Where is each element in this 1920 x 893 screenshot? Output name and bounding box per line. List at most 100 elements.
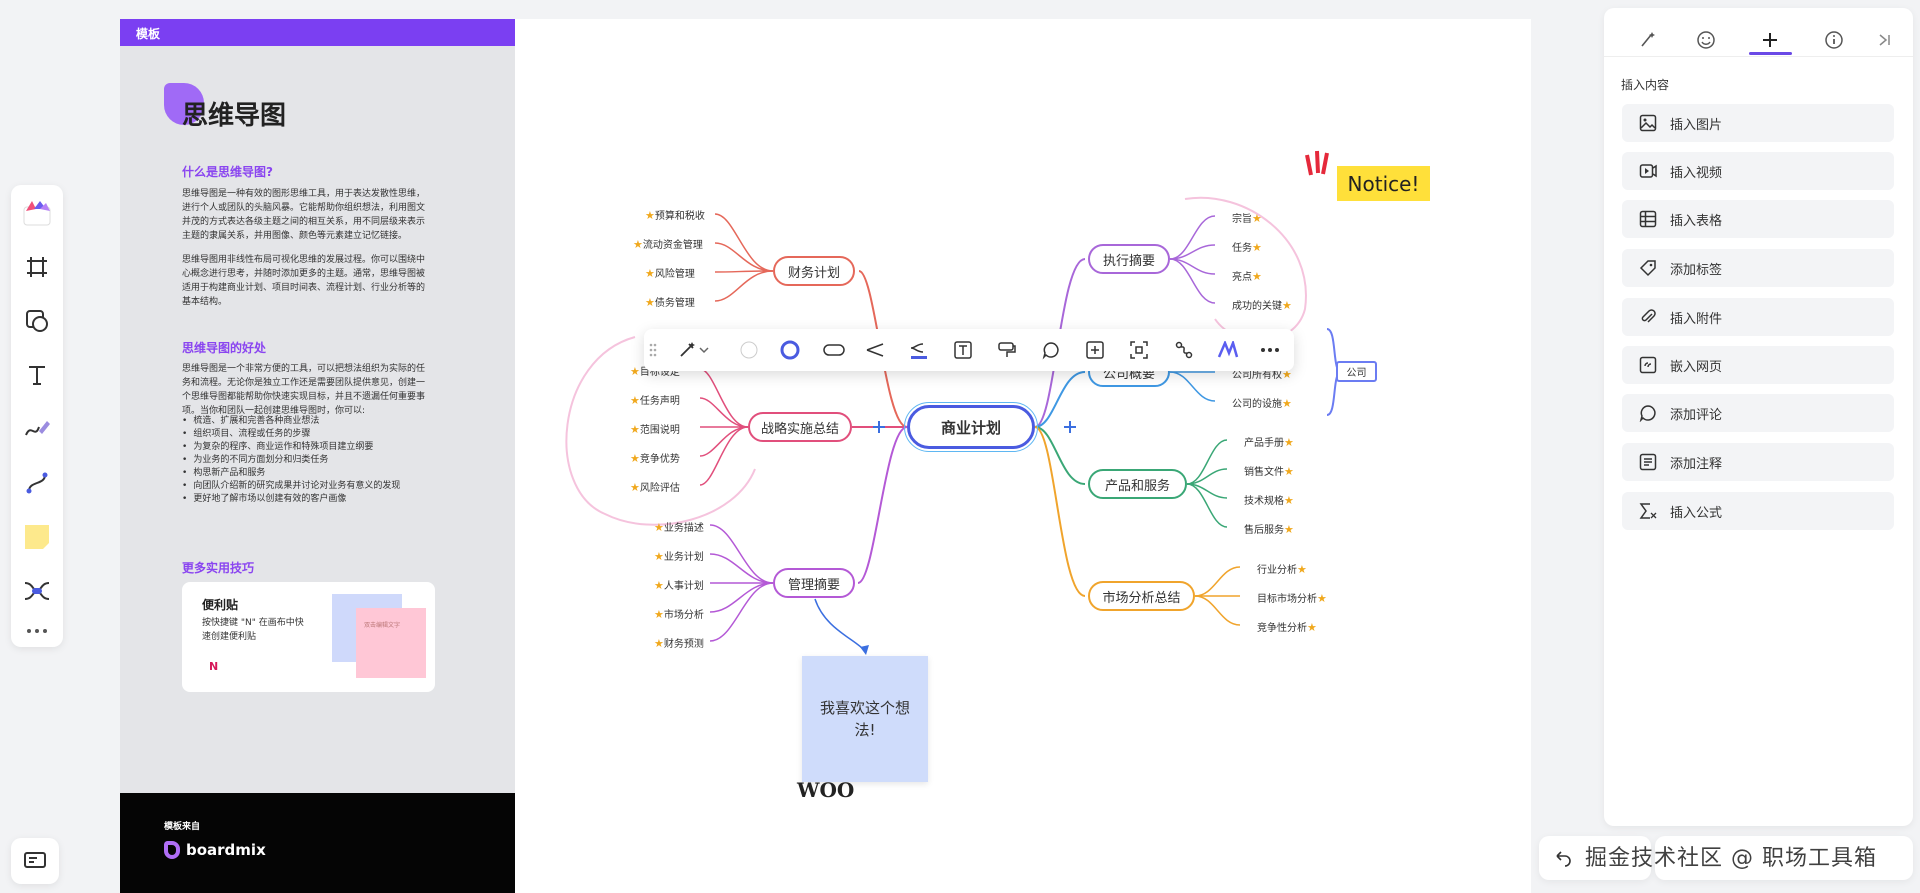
insert-formula-button[interactable]: 插入公式	[1622, 492, 1894, 530]
template-icon[interactable]	[19, 195, 55, 231]
leaf-topic[interactable]: ★风险评估	[630, 481, 680, 494]
sticky-note[interactable]: 我喜欢这个想法!	[802, 656, 928, 782]
leaf-topic[interactable]: 亮点★	[1232, 270, 1262, 283]
leaf-topic[interactable]: ★竞争优势	[630, 452, 680, 465]
add-comment-button[interactable]: 添加评论	[1622, 394, 1894, 432]
section-paragraph: 思维导图用非线性布局可视化思维的发展过程。你可以围绕中心概念进行思考，并随时添加…	[182, 255, 426, 307]
leaf-topic[interactable]: 产品手册★	[1244, 436, 1294, 449]
chevron-down-icon[interactable]	[696, 337, 712, 363]
leaf-topic[interactable]: ★任务声明	[630, 394, 680, 407]
leaf-topic[interactable]: 售后服务★	[1244, 523, 1294, 536]
format-painter-icon[interactable]	[994, 337, 1020, 363]
leaf-topic[interactable]: ★目标设定	[630, 365, 680, 378]
text-style-icon[interactable]	[950, 337, 976, 363]
leaf-topic[interactable]: ★流动资金管理	[633, 238, 703, 251]
insert-table-button[interactable]: 插入表格	[1622, 200, 1894, 238]
leaf-topic[interactable]: ★业务描述	[654, 521, 704, 534]
leaf-topic[interactable]: ★市场分析	[654, 608, 704, 621]
collapse-icon[interactable]	[1866, 22, 1902, 58]
star-icon: ★	[1297, 563, 1307, 576]
leaf-topic[interactable]: ★债务管理	[645, 296, 695, 309]
mindmap-icon[interactable]	[19, 573, 55, 609]
list-item: 为业务的不同方面划分和归类任务	[182, 454, 442, 467]
branch-topic[interactable]: 市场分析总结	[1088, 581, 1195, 611]
sticky-note-icon[interactable]	[19, 519, 55, 555]
insert-video-button[interactable]: 插入视频	[1622, 152, 1894, 190]
leaf-topic[interactable]: ★财务预测	[654, 637, 704, 650]
branch-topic[interactable]: 管理摘要	[773, 568, 855, 598]
annotation-icon	[1638, 453, 1658, 471]
line-color-icon[interactable]	[906, 337, 932, 363]
leaf-topic[interactable]: ★业务计划	[654, 550, 704, 563]
canvas[interactable]	[515, 19, 1531, 893]
text-icon[interactable]	[19, 357, 55, 393]
relation-icon[interactable]	[1171, 337, 1197, 363]
star-icon: ★	[1284, 494, 1294, 507]
leaf-topic[interactable]: ★范围说明	[630, 423, 680, 436]
add-subtopic-icon[interactable]	[1082, 337, 1108, 363]
layout-icon[interactable]	[1126, 337, 1152, 363]
leaf-topic[interactable]: 行业分析★	[1257, 563, 1307, 576]
comment-icon[interactable]	[1038, 337, 1064, 363]
company-summary-tag[interactable]: 公司	[1336, 361, 1377, 382]
ai-icon[interactable]	[1215, 337, 1241, 363]
leaf-topic[interactable]: ★风险管理	[645, 267, 695, 280]
list-item: 构思新产品和服务	[182, 467, 442, 480]
star-icon: ★	[654, 637, 664, 650]
leaf-topic[interactable]: 宗旨★	[1232, 212, 1262, 225]
undo-icon[interactable]	[1553, 848, 1573, 872]
star-icon: ★	[645, 209, 655, 222]
divider	[1604, 56, 1913, 57]
woo-sticker[interactable]: WOO	[797, 778, 855, 802]
attachment-icon	[1638, 308, 1658, 326]
more-tools-icon[interactable]	[19, 613, 55, 649]
add-tag-button[interactable]: 添加标签	[1622, 249, 1894, 287]
star-icon: ★	[645, 296, 655, 309]
branch-topic[interactable]: 产品和服务	[1088, 469, 1187, 499]
frame-icon[interactable]	[19, 249, 55, 285]
leaf-topic[interactable]: 竞争性分析★	[1257, 621, 1317, 634]
right-panel: 插入内容 插入图片 插入视频 插入表格 添加标签 插入附件 嵌入网页 添加评论 …	[1604, 8, 1913, 826]
star-icon: ★	[654, 579, 664, 592]
add-annotation-button[interactable]: 添加注释	[1622, 443, 1894, 481]
minimap-button[interactable]	[11, 838, 59, 884]
leaf-topic[interactable]: 技术规格★	[1244, 494, 1294, 507]
star-icon: ★	[630, 481, 640, 494]
more-icon[interactable]	[1257, 337, 1283, 363]
notice-sticker[interactable]: Notice!	[1337, 166, 1430, 201]
info-icon[interactable]	[1816, 22, 1852, 58]
star-icon: ★	[645, 267, 655, 280]
ai-magic-icon[interactable]	[674, 337, 700, 363]
embed-webpage-button[interactable]: 嵌入网页	[1622, 346, 1894, 384]
pen-icon[interactable]	[19, 411, 55, 447]
plus-icon[interactable]	[1752, 22, 1788, 58]
list-item: 梳造、扩展和完善各种商业想法	[182, 415, 442, 428]
insert-image-button[interactable]: 插入图片	[1622, 104, 1894, 142]
emoji-icon[interactable]	[1688, 22, 1724, 58]
branch-topic[interactable]: 财务计划	[773, 256, 855, 286]
leaf-topic[interactable]: 公司的设施★	[1232, 397, 1292, 410]
branch-topic[interactable]: 执行摘要	[1088, 244, 1170, 274]
insert-attachment-button[interactable]: 插入附件	[1622, 298, 1894, 336]
border-color-icon[interactable]	[777, 337, 803, 363]
leaf-topic[interactable]: 公司所有权★	[1232, 368, 1292, 381]
shape-icon[interactable]	[19, 303, 55, 339]
branch-topic[interactable]: 战略实施总结	[748, 412, 852, 442]
leaf-topic[interactable]: 成功的关键★	[1232, 299, 1292, 312]
shape-icon[interactable]	[821, 337, 847, 363]
leaf-topic[interactable]: 任务★	[1232, 241, 1262, 254]
fill-color-icon[interactable]	[736, 337, 762, 363]
connector-icon[interactable]	[19, 465, 55, 501]
star-icon: ★	[1252, 212, 1262, 225]
central-topic[interactable]: 商业计划	[904, 402, 1038, 452]
drag-handle-icon[interactable]	[646, 337, 660, 363]
leaf-topic[interactable]: 目标市场分析★	[1257, 592, 1327, 605]
leaf-topic[interactable]: ★人事计划	[654, 579, 704, 592]
minimap-icon	[24, 852, 46, 868]
video-icon	[1638, 162, 1658, 180]
leaf-topic[interactable]: ★预算和税收	[645, 209, 705, 222]
branch-style-icon[interactable]	[862, 337, 888, 363]
leaf-topic[interactable]: 销售文件★	[1244, 465, 1294, 478]
ai-sparkle-icon[interactable]	[1630, 22, 1666, 58]
star-icon: ★	[630, 423, 640, 436]
